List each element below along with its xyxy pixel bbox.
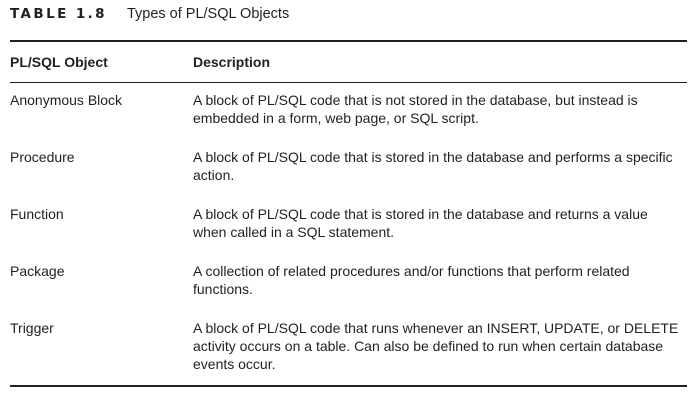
table-number: TABLE 1.8	[10, 6, 107, 22]
column-header-object: PL/SQL Object	[10, 54, 108, 70]
object-description: A block of PL/SQL code that is not store…	[193, 92, 638, 126]
object-name: Function	[10, 206, 64, 222]
header-rule	[10, 82, 687, 83]
column-header-description: Description	[193, 54, 271, 70]
object-name: Trigger	[10, 320, 54, 336]
object-name: Package	[10, 263, 65, 279]
object-name: Procedure	[10, 149, 75, 165]
object-description: A collection of related procedures and/o…	[193, 263, 630, 297]
table-title: Types of PL/SQL Objects	[126, 6, 290, 22]
top-rule	[10, 40, 687, 42]
bottom-rule	[10, 385, 687, 387]
object-description: A block of PL/SQL code that runs wheneve…	[193, 320, 679, 372]
object-name: Anonymous Block	[10, 92, 123, 108]
table-caption: TABLE 1.8 Types of PL/SQL Objects	[10, 6, 289, 26]
object-description: A block of PL/SQL code that is stored in…	[193, 206, 648, 240]
object-description: A block of PL/SQL code that is stored in…	[193, 149, 673, 183]
